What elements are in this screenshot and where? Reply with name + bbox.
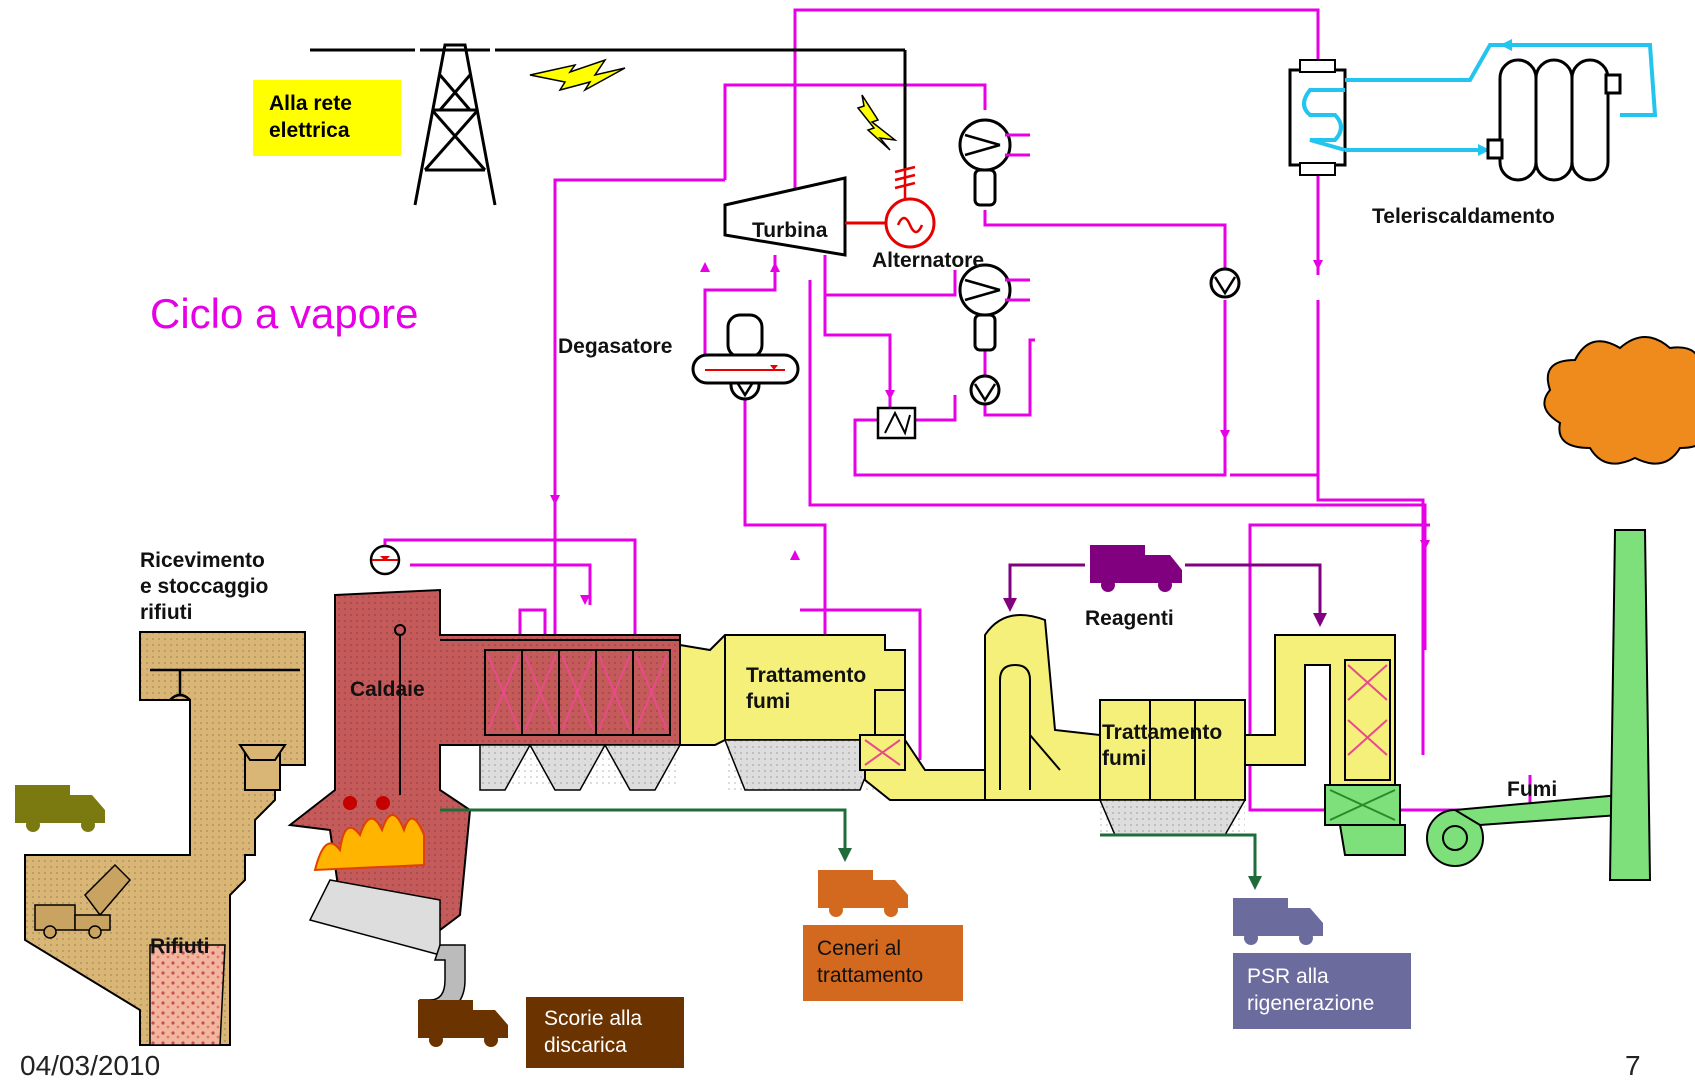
steam-line-right-tel: [1230, 300, 1320, 477]
steam-line-hx-out: [915, 395, 957, 422]
grid-label-box: Alla rete elettrica: [253, 80, 401, 156]
flue-treatment-1: [679, 614, 1396, 836]
reagent-truck-icon: [1090, 545, 1182, 592]
slag-landfill-box: Scorie alla discarica: [526, 997, 684, 1068]
alternator-label: Alternatore: [872, 249, 985, 272]
flue-treatment-label-2: Trattamento fumi: [1102, 721, 1223, 770]
boiler: [287, 544, 682, 1016]
burners: [343, 796, 390, 810]
flue-treatment-label-1: Trattamento fumi: [746, 664, 867, 713]
steam-line-bleed: [823, 265, 892, 415]
steam-line-right-return: [808, 280, 1427, 650]
reagent-arrows: [1003, 598, 1327, 627]
flames-icon: [313, 814, 425, 872]
steam-line-cond1-out: [983, 210, 1227, 275]
alternator-terminals: [894, 165, 916, 198]
residue-arrows: [838, 848, 1262, 890]
waste-receiving-label: Ricevimento e stoccaggio rifiuti: [140, 549, 269, 624]
smoke-cloud-icon: [1543, 336, 1695, 465]
unloading-truck-icon: [34, 863, 132, 939]
pylon-icon: [413, 43, 497, 206]
steam-arrows: [550, 260, 1430, 605]
condenser-coils: [964, 133, 1001, 302]
footer-page-number: 7: [1625, 1050, 1641, 1081]
condenser-cooling: [1005, 133, 1030, 302]
induced-draft-fan: [1324, 784, 1621, 867]
steam-line-pump-down: [853, 300, 1227, 477]
reagent-lines: [1008, 563, 1322, 615]
turbine-shape: [723, 176, 847, 257]
stack: [1608, 529, 1652, 881]
ash-treatment-box: Ceneri al trattamento: [803, 925, 963, 1001]
reagents-label: Reagenti: [1085, 607, 1174, 630]
degasser-icon: [691, 313, 800, 385]
boiler-label: Caldaie: [350, 678, 425, 701]
radiator-icon: [1486, 58, 1622, 182]
condenser-icon: [958, 118, 1012, 352]
ash-truck-icon: [818, 870, 908, 917]
steam-cycle-title: Ciclo a vapore: [150, 290, 419, 337]
steam-line-feedwater: [743, 395, 827, 640]
waste-truck-icon: [15, 785, 105, 832]
degasser-label: Degasatore: [558, 335, 673, 358]
footer-date: 04/03/2010: [20, 1050, 161, 1081]
turbine-label: Turbina: [752, 219, 828, 242]
boiler-passes: [484, 649, 671, 736]
psr-regeneration-box: PSR alla rigenerazione: [1233, 953, 1411, 1029]
slag-truck-icon: [418, 1000, 508, 1047]
waste-label: Rifiuti: [150, 935, 210, 958]
steam-line-hx-left: [853, 418, 880, 475]
scr-catalyst: [1347, 664, 1388, 756]
steam-line-cond1: [723, 83, 987, 180]
residue-lines: [440, 808, 1257, 880]
lightning-icon: [529, 58, 898, 151]
heat-exchanger-icon: [876, 406, 917, 440]
boiler-tube-bundles: [487, 654, 668, 731]
district-heating-label: Teleriscaldamento: [1372, 205, 1555, 228]
flue-gas-label: Fumi: [1507, 778, 1558, 801]
power-line: [310, 48, 907, 170]
waste-bunker: [24, 631, 306, 1046]
district-heating-lines: [1345, 43, 1658, 152]
psr-truck-icon: [1233, 898, 1323, 945]
